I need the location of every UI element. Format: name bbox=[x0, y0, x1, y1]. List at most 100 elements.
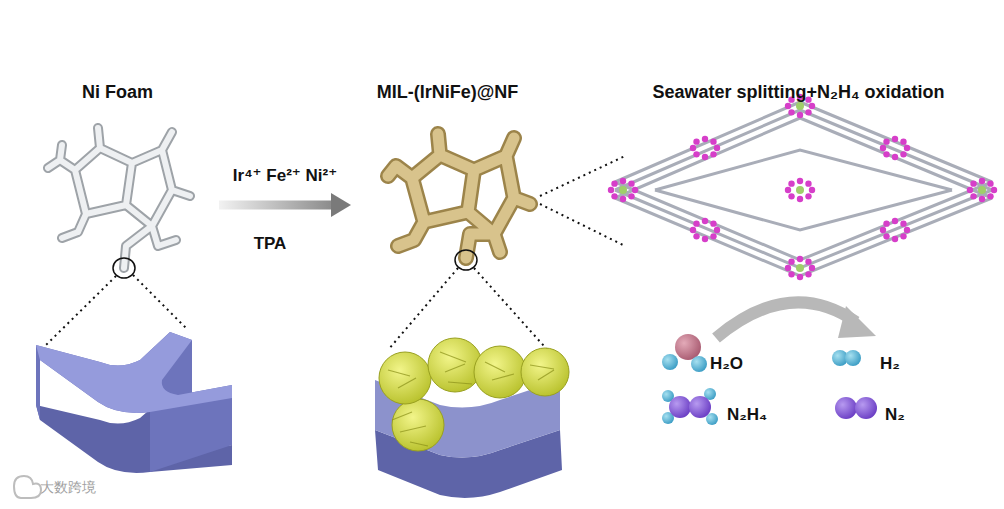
framework-atom bbox=[785, 265, 791, 271]
reagent-label: TPA bbox=[254, 234, 287, 254]
framework-strand bbox=[655, 150, 952, 190]
framework-atom bbox=[991, 187, 997, 193]
framework-atom bbox=[900, 138, 906, 144]
framework-atom bbox=[632, 187, 638, 193]
framework-atom bbox=[710, 233, 716, 239]
panel: MIL-(IrNiFe)@NF bbox=[351, 82, 544, 502]
panel-heading: Seawater splitting+N₂H₄ oxidation bbox=[597, 82, 1000, 103]
nitrogen-molecule bbox=[835, 397, 877, 419]
framework-atom bbox=[788, 180, 794, 186]
framework-strand bbox=[615, 102, 992, 182]
framework-strand bbox=[615, 190, 992, 268]
framework-atom bbox=[900, 220, 906, 226]
framework-atom bbox=[714, 227, 720, 233]
framework-atom bbox=[892, 236, 898, 242]
framework-atom bbox=[900, 151, 906, 157]
framework-atom bbox=[611, 180, 617, 186]
framework-atom bbox=[797, 112, 803, 118]
panel-heading: MIL-(IrNiFe)@NF bbox=[351, 82, 544, 103]
reaction-arrowhead bbox=[838, 306, 876, 338]
framework-atom bbox=[880, 227, 886, 233]
framework-atom bbox=[797, 274, 803, 280]
framework-atom bbox=[805, 258, 811, 264]
molecule-label: H₂ bbox=[880, 354, 900, 374]
framework-strand bbox=[615, 110, 992, 190]
framework-atom bbox=[883, 233, 889, 239]
framework-atom bbox=[970, 180, 976, 186]
framework-atom bbox=[693, 151, 699, 157]
zoom-leader bbox=[46, 275, 188, 345]
framework-atom bbox=[900, 233, 906, 239]
framework-atom bbox=[797, 178, 803, 184]
framework-atom bbox=[904, 145, 910, 151]
panel: Seawater splitting+N₂H₄ oxidation bbox=[597, 82, 1000, 282]
mof-lattice bbox=[608, 94, 997, 280]
panel: Ni Foam bbox=[16, 82, 219, 482]
framework-atom bbox=[883, 151, 889, 157]
framework-atom bbox=[710, 151, 716, 157]
hydrogen-molecule bbox=[832, 350, 861, 366]
mil-strut bbox=[375, 338, 569, 498]
zoom-leader bbox=[388, 268, 552, 355]
framework-atom bbox=[904, 227, 910, 233]
framework-atom bbox=[892, 154, 898, 160]
framework-atom bbox=[805, 109, 811, 115]
framework-atom bbox=[797, 256, 803, 262]
metal-node bbox=[796, 264, 804, 272]
mil-foam-cell bbox=[388, 134, 530, 258]
framework-atom bbox=[987, 180, 993, 186]
process-arrow bbox=[219, 193, 351, 217]
framework-atom bbox=[788, 109, 794, 115]
arrow-head bbox=[331, 193, 351, 217]
framework-atom bbox=[690, 227, 696, 233]
zoom-circle bbox=[113, 258, 135, 278]
hydrazine-molecule bbox=[662, 388, 718, 425]
water-molecule bbox=[662, 334, 707, 372]
framework-atom bbox=[979, 196, 985, 202]
ni-strut bbox=[36, 332, 232, 473]
framework-atom bbox=[690, 145, 696, 151]
framework-atom bbox=[702, 236, 708, 242]
metal-node bbox=[619, 186, 627, 194]
zoom-leader bbox=[540, 156, 625, 246]
framework-atom bbox=[788, 258, 794, 264]
reagent-label: Ir⁴⁺ Fe²⁺ Ni²⁺ bbox=[233, 165, 337, 186]
panel-heading: Ni Foam bbox=[16, 82, 219, 103]
framework-strand bbox=[655, 190, 952, 230]
framework-atom bbox=[809, 187, 815, 193]
framework-atom bbox=[608, 187, 614, 193]
framework-atom bbox=[628, 180, 634, 186]
framework-atom bbox=[702, 154, 708, 160]
framework-atom bbox=[797, 196, 803, 202]
reaction-arrow bbox=[716, 302, 856, 338]
framework-atom bbox=[710, 220, 716, 226]
framework-atom bbox=[785, 187, 791, 193]
framework-atom bbox=[788, 271, 794, 277]
framework-atom bbox=[620, 196, 626, 202]
framework-atom bbox=[620, 178, 626, 184]
framework-atom bbox=[892, 218, 898, 224]
framework-atom bbox=[628, 193, 634, 199]
framework-atom bbox=[805, 180, 811, 186]
framework-atom bbox=[710, 138, 716, 144]
watermark: 大数跨境 bbox=[40, 479, 96, 497]
framework-atom bbox=[805, 271, 811, 277]
framework-atom bbox=[788, 193, 794, 199]
framework-atom bbox=[883, 220, 889, 226]
framework-atom bbox=[693, 233, 699, 239]
metal-node bbox=[796, 186, 804, 194]
framework-atom bbox=[880, 145, 886, 151]
framework-atom bbox=[892, 136, 898, 142]
framework-atom bbox=[979, 178, 985, 184]
framework-atom bbox=[785, 103, 791, 109]
watermark-logo bbox=[14, 476, 41, 498]
metal-node bbox=[796, 102, 804, 110]
framework-atom bbox=[714, 145, 720, 151]
molecule-label: H₂O bbox=[710, 354, 743, 374]
zoom-circle bbox=[455, 250, 477, 270]
metal-node bbox=[978, 186, 986, 194]
framework-atom bbox=[809, 103, 815, 109]
framework-atom bbox=[987, 193, 993, 199]
